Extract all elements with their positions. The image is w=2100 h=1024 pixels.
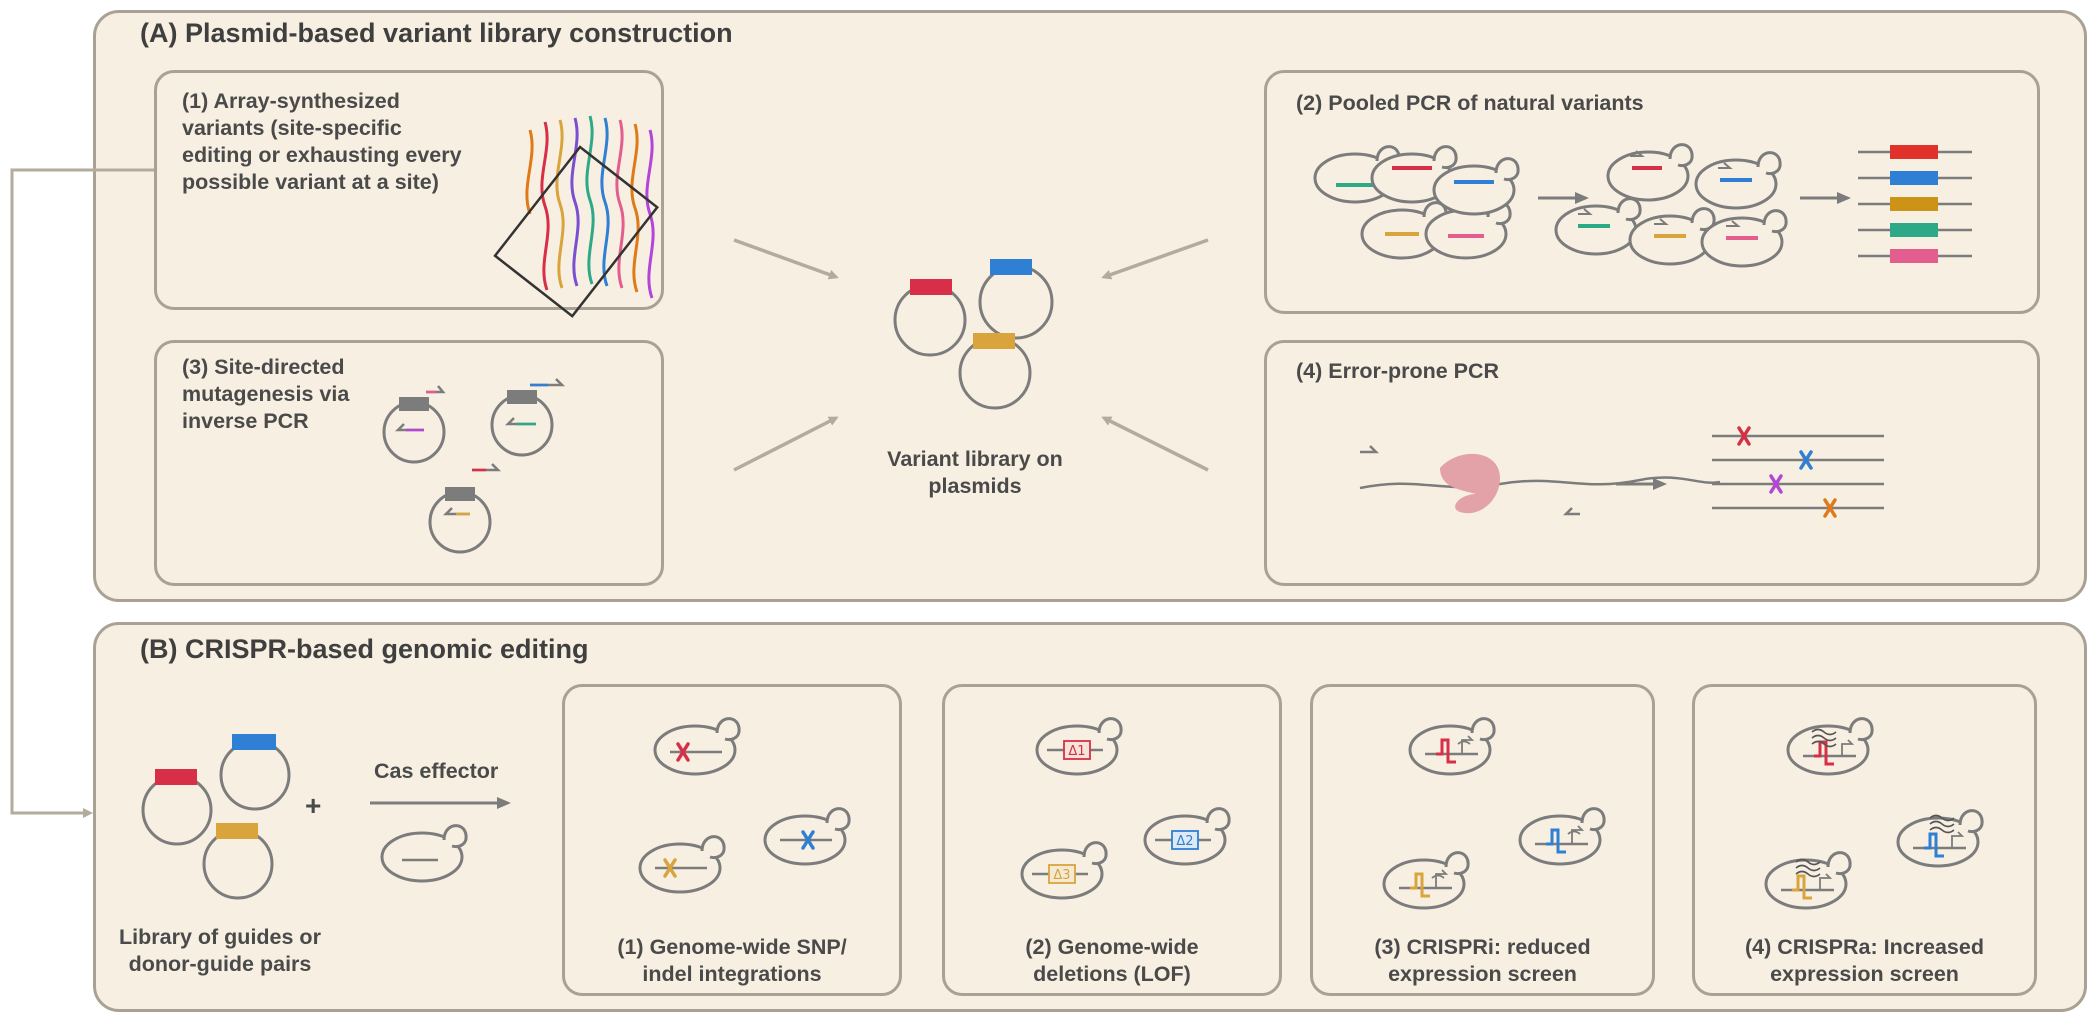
convergence-arrows bbox=[733, 238, 1209, 472]
cas-effector-arrow bbox=[370, 797, 511, 883]
section-a-title: (A) Plasmid-based variant library constr… bbox=[140, 18, 733, 48]
pooled-pcr-yeasts bbox=[1313, 143, 1851, 268]
snp-yeasts bbox=[638, 717, 851, 894]
guide-library-plasmids bbox=[141, 734, 291, 900]
site-directed-label: (3) Site-directed mutagenesis via invers… bbox=[182, 355, 350, 433]
deletion-mark-3: Δ3 bbox=[1053, 868, 1070, 883]
array-synth-label: (1) Array-synthesized variants (site-spe… bbox=[182, 89, 462, 194]
crispri-yeasts bbox=[1382, 717, 1606, 910]
deletion-mark-1: Δ1 bbox=[1068, 744, 1085, 759]
section-b-title: (B) CRISPR-based genomic editing bbox=[140, 634, 589, 664]
crispra-yeasts bbox=[1764, 717, 1984, 910]
variant-library-label: Variant library on plasmids bbox=[887, 447, 1063, 498]
deletion-yeasts: Δ1 Δ2 Δ3 bbox=[1020, 717, 1231, 900]
pooled-pcr-label: (2) Pooled PCR of natural variants bbox=[1296, 91, 1644, 115]
oligo-array bbox=[493, 115, 659, 318]
error-prone-box bbox=[1264, 340, 2040, 586]
plus-sign: + bbox=[305, 790, 322, 821]
library-guides-label: Library of guides or donor-guide pairs bbox=[119, 925, 321, 976]
crispra-label: (4) CRISPRa: Increased expression screen bbox=[1745, 935, 1984, 986]
snp-label: (1) Genome-wide SNP/ indel integrations bbox=[617, 935, 847, 986]
deletion-mark-2: Δ2 bbox=[1176, 834, 1193, 849]
cas-effector-label: Cas effector bbox=[374, 759, 499, 783]
crispri-label: (3) CRISPRi: reduced expression screen bbox=[1374, 935, 1591, 986]
amplicon-bars bbox=[1858, 145, 1972, 263]
plasmid-library bbox=[893, 259, 1054, 410]
array-synth-box bbox=[154, 70, 664, 310]
error-prone-label: (4) Error-prone PCR bbox=[1296, 359, 1500, 383]
deletions-label: (2) Genome-wide deletions (LOF) bbox=[1025, 935, 1199, 986]
inverse-pcr-plasmids bbox=[382, 378, 566, 554]
feedback-connector bbox=[10, 168, 154, 818]
error-prone-pcr-art bbox=[1359, 426, 1884, 518]
